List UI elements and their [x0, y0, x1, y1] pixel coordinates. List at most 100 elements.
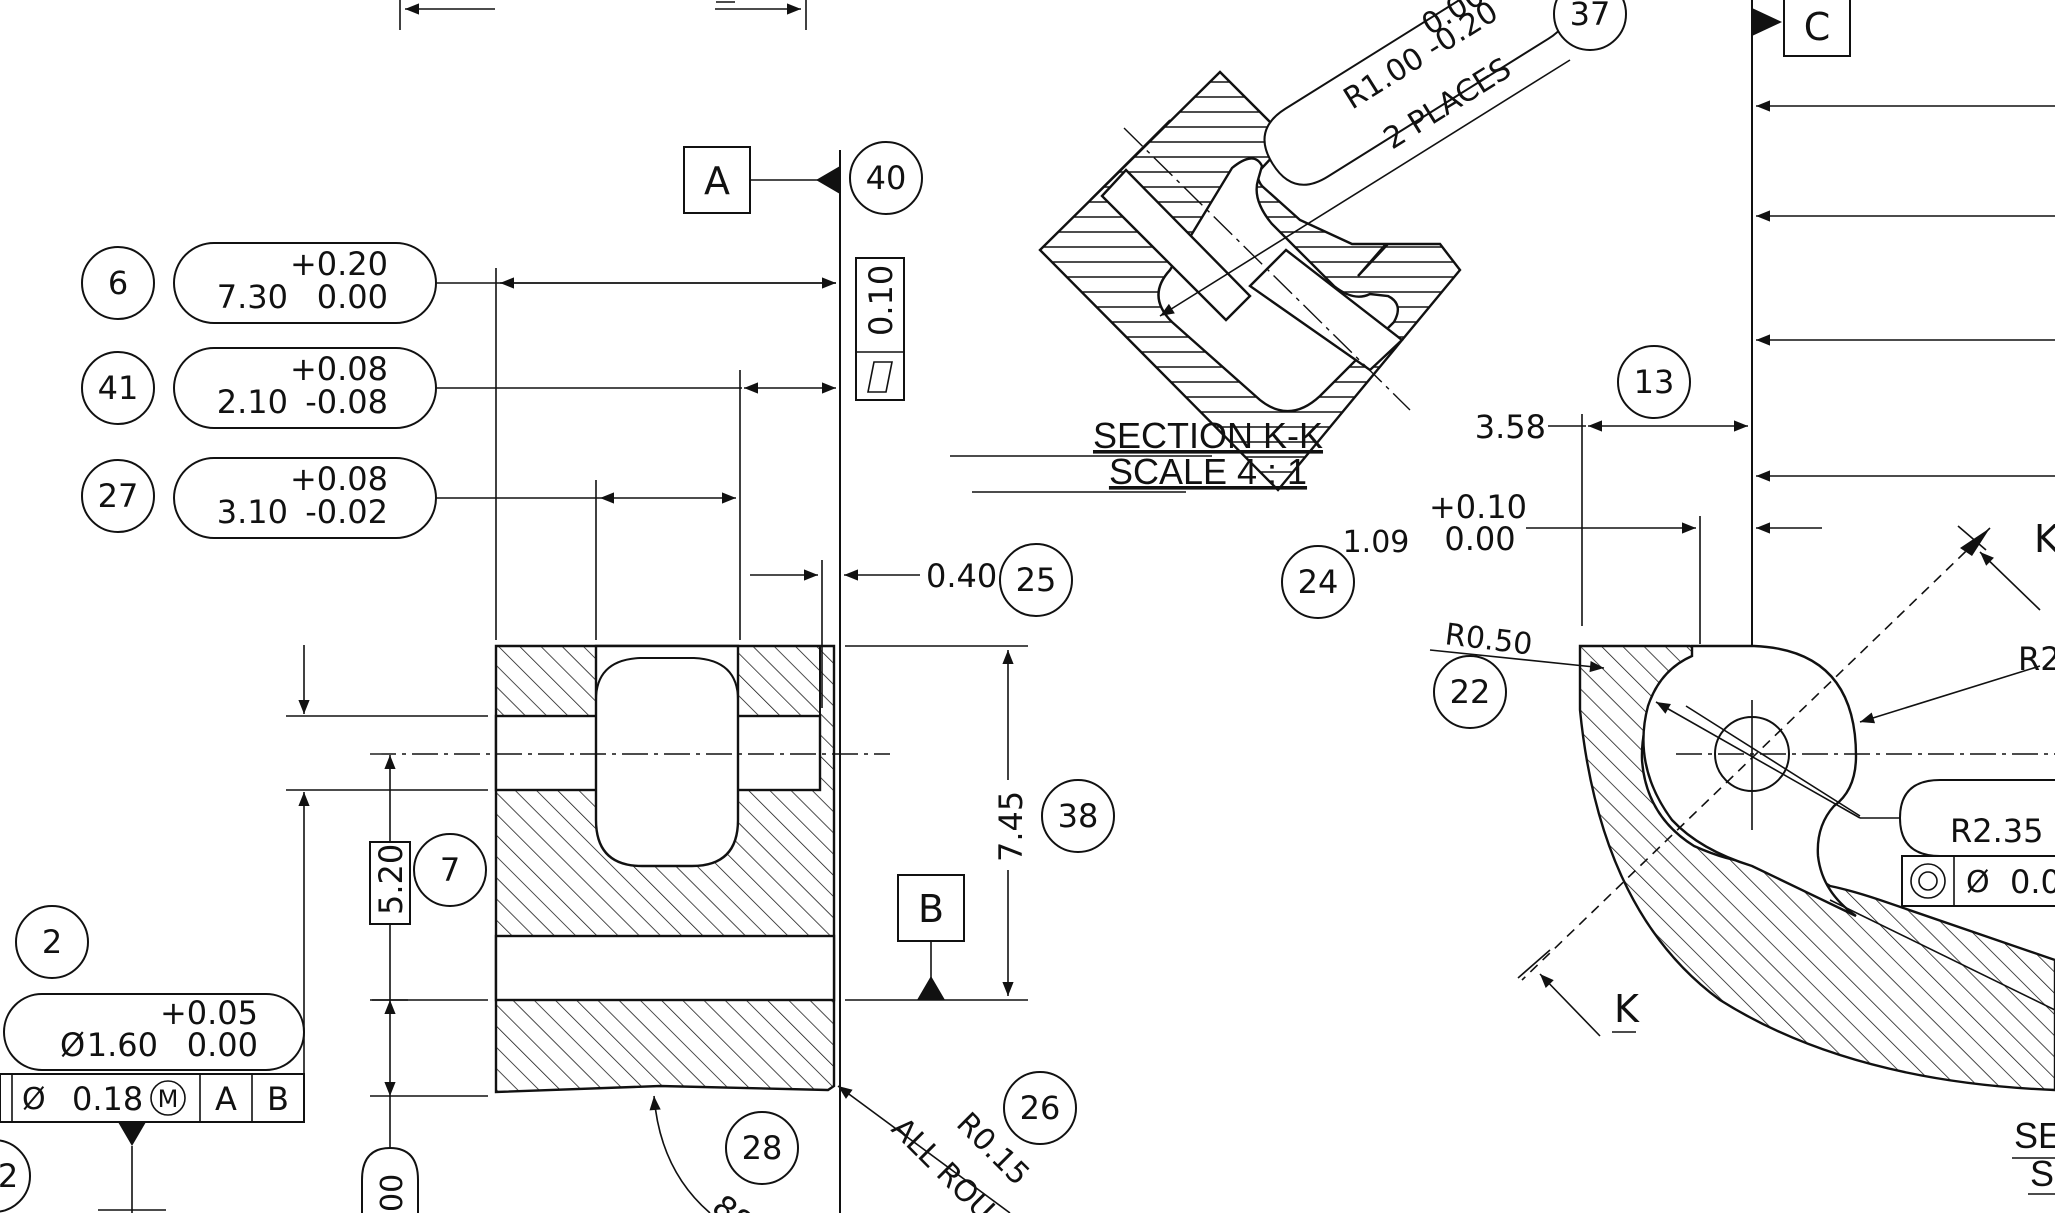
- dim-7-value: 5.20: [372, 844, 410, 915]
- dim-41-nominal: 2.10: [217, 383, 288, 421]
- dim-25-value: 0.40: [926, 557, 997, 595]
- balloon-2: [15, 905, 89, 979]
- dimension-7: 5.20: [369, 755, 411, 1150]
- partial-dim-bottom: 00: [361, 1146, 419, 1213]
- balloon-38: [1041, 779, 1115, 853]
- dimension-41: +0.08 2.10 -0.08: [173, 347, 836, 429]
- dim-24-upper: +0.10: [1429, 488, 1527, 526]
- position-datum2: B: [267, 1080, 289, 1118]
- datum-c: C: [1752, 0, 1851, 57]
- flatness-value: 0.10: [862, 265, 900, 336]
- dim-27-lower: -0.02: [305, 493, 388, 531]
- svg-text:37: 37: [1570, 0, 1611, 33]
- balloon-40: [849, 141, 923, 215]
- svg-text:26: 26: [1020, 1089, 1061, 1127]
- balloon-28: [725, 1111, 799, 1185]
- section-kk-title: SECTION K-K: [1093, 415, 1323, 456]
- section-partial-line2: S: [2030, 1153, 2054, 1194]
- balloon-41: [81, 351, 155, 425]
- balloon-27: [81, 459, 155, 533]
- dimension-6: +0.20 7.30 0.00: [173, 242, 836, 324]
- dimension-r2: R2: [1859, 640, 2055, 724]
- top-partial-dimension: [399, 0, 807, 30]
- dim-38-value: 7.45: [992, 791, 1030, 862]
- datum-c-label: C: [1804, 5, 1831, 49]
- dimension-r235: R2.35: [1655, 701, 2055, 857]
- dimension-38: 7.45: [992, 650, 1030, 996]
- section-kk-detail: [1038, 70, 1462, 492]
- dim-27-upper: +0.08: [290, 460, 388, 498]
- dim-r2-value: R2: [2018, 640, 2055, 678]
- svg-text:2: 2: [42, 923, 62, 961]
- k-label-top: K: [2034, 517, 2055, 561]
- dimension-2: +0.05 Ø 1.60 0.00: [3, 993, 305, 1071]
- dim-2-symbol: Ø: [60, 1026, 85, 1064]
- concentric-value: 0.0: [2010, 863, 2055, 901]
- balloon-26: [1003, 1071, 1077, 1145]
- svg-text:28: 28: [742, 1129, 783, 1167]
- right-arrows: [1756, 100, 2055, 534]
- svg-text:41: 41: [98, 369, 139, 407]
- position-value: 0.18: [72, 1080, 143, 1118]
- dimension-13: 3.58: [1475, 408, 1748, 644]
- datum-a-label: A: [704, 159, 730, 203]
- balloon-22: [1433, 655, 1507, 729]
- concentricity-fcf: Ø 0.0: [1901, 855, 2055, 907]
- position-fcf: Ø 0.18 M A B: [0, 1073, 305, 1213]
- svg-text:6: 6: [108, 264, 128, 302]
- dim-24-nominal: 1.09: [1343, 525, 1410, 560]
- dim-41-upper: +0.08: [290, 350, 388, 388]
- section-kk-scale: SCALE 4 : 1: [1109, 451, 1307, 492]
- balloon-25: [999, 543, 1073, 617]
- dimension-27: +0.08 3.10 -0.02: [173, 457, 736, 539]
- k-label-bottom: K: [1614, 987, 1640, 1031]
- dim-6-nominal: 7.30: [217, 278, 288, 316]
- dim-r235-value: R2.35: [1950, 812, 2043, 850]
- dimension-25: 0.40: [750, 557, 997, 595]
- extension-lines: [286, 268, 1028, 1097]
- position-datum1: A: [215, 1080, 237, 1118]
- datum-b: B: [897, 874, 965, 1000]
- dim-41-lower: -0.08: [305, 383, 388, 421]
- balloon-2-left: [0, 1139, 31, 1213]
- dim-2-lower: 0.00: [187, 1026, 258, 1064]
- flatness-icon: [867, 361, 893, 393]
- balloon-6: [81, 246, 155, 320]
- datum-a: A: [683, 146, 840, 214]
- flatness-fcf: 0.10: [855, 257, 905, 401]
- dim-2-upper: +0.05: [160, 994, 258, 1032]
- right-section-view: [1521, 527, 2055, 1092]
- dim-2-nominal: 1.60: [87, 1026, 158, 1064]
- dimension-24: 1.09 +0.10 0.00: [1343, 488, 1696, 560]
- dim-28-value: 88: [705, 1187, 761, 1213]
- svg-text:40: 40: [866, 159, 907, 197]
- partial-00-value: 00: [375, 1174, 410, 1212]
- balloon-7: [413, 833, 487, 907]
- balloon-24: [1281, 545, 1355, 619]
- dim-6-lower: 0.00: [317, 278, 388, 316]
- k-markers: K K: [1517, 517, 2055, 1037]
- svg-text:7: 7: [440, 851, 460, 889]
- balloon-13: [1617, 345, 1691, 419]
- concentric-dia: Ø: [1966, 865, 1990, 900]
- dim-24-lower: 0.00: [1444, 520, 1515, 558]
- svg-text:25: 25: [1016, 561, 1057, 599]
- svg-text:38: 38: [1058, 797, 1099, 835]
- svg-text:2: 2: [0, 1157, 18, 1195]
- concentric-icon: [1910, 863, 1946, 899]
- dim-27-nominal: 3.10: [217, 493, 288, 531]
- svg-text:27: 27: [98, 477, 139, 515]
- balloon-37: [1553, 0, 1627, 51]
- dim-13-value: 3.58: [1475, 408, 1546, 446]
- position-modifier: M: [158, 1085, 179, 1113]
- datum-b-label: B: [918, 887, 944, 931]
- position-dia: Ø: [22, 1082, 46, 1117]
- svg-text:13: 13: [1634, 363, 1675, 401]
- dim-6-upper: +0.20: [290, 245, 388, 283]
- balloons: 6 41 27 40 25 7 38 2 28 26 13 24 22 37 2: [0, 0, 1691, 1213]
- svg-text:24: 24: [1298, 563, 1339, 601]
- svg-text:22: 22: [1450, 673, 1491, 711]
- left-section-view: [370, 644, 890, 1094]
- section-partial-line1: SE: [2014, 1115, 2055, 1156]
